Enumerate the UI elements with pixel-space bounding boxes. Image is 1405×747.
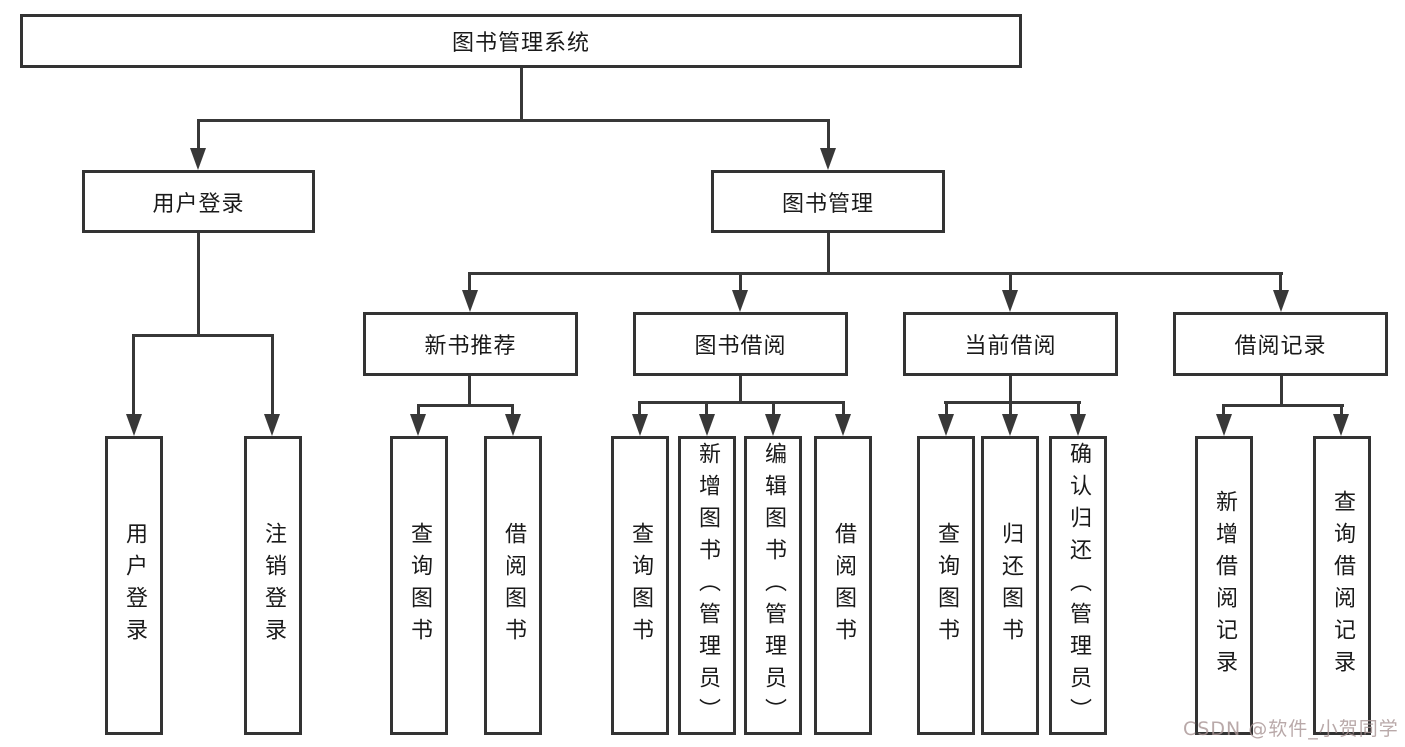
arrow-down-icon [1070,414,1086,436]
leaf-borrow-books-borrowing: 借阅图书 [814,436,872,735]
leaf-add-borrow-record: 新增借阅记录 [1195,436,1253,735]
connector-drop-leaf-login [132,334,135,418]
connector-drop-c4 [842,401,845,418]
connector-drop-d3 [1077,401,1080,418]
connector-drop-e1 [1222,404,1225,418]
leaf-logout-label: 注销登录 [261,521,286,650]
leaf-borrow-books-borrowing-label: 借阅图书 [831,521,856,650]
node-book-borrowing-label: 图书借阅 [694,334,787,359]
connector-root-rail [197,119,830,122]
node-new-book-recommend: 新书推荐 [363,312,578,376]
leaf-return-books-label: 归还图书 [998,521,1023,650]
node-book-management: 图书管理 [711,170,945,233]
connector-drop-currentborrow [1009,272,1012,292]
connector-bookborrow-stem [739,376,742,404]
connector-drop-e2 [1340,404,1343,418]
connector-drop-c2 [705,401,708,418]
arrow-down-icon [1216,414,1232,436]
connector-drop-book-mgmt [827,119,830,153]
leaf-borrow-books-recommend: 借阅图书 [484,436,542,735]
node-user-login: 用户登录 [82,170,315,233]
connector-currentborrow-rail [944,401,1081,404]
leaf-add-books-admin-label: 新增图书（管理员） [695,441,720,730]
arrow-down-icon [410,414,426,436]
connector-borrowrecords-rail [1223,404,1344,407]
leaf-edit-books-admin-label: 编辑图书（管理员） [761,441,786,730]
connector-bookborrow-rail [638,401,845,404]
leaf-query-books-recommend-label: 查询图书 [407,521,432,650]
connector-drop-bookborrow [739,272,742,292]
connector-drop-d1 [945,401,948,418]
node-library-system: 图书管理系统 [20,14,1022,68]
connector-drop-b2 [511,404,514,418]
leaf-user-login-label: 用户登录 [122,521,147,650]
leaf-add-borrow-record-label: 新增借阅记录 [1212,489,1237,682]
node-borrowing-records-label: 借阅记录 [1234,334,1327,359]
connector-userlogin-stem [197,233,200,337]
connector-drop-user-login [197,119,200,153]
arrow-down-icon [1273,290,1289,312]
node-current-borrowing-label: 当前借阅 [964,334,1057,359]
arrow-down-icon [505,414,521,436]
arrow-down-icon [462,290,478,312]
arrow-down-icon [126,414,142,436]
node-book-borrowing: 图书借阅 [633,312,848,376]
connector-drop-leaf-logout [271,334,274,418]
connector-drop-c3 [772,401,775,418]
leaf-edit-books-admin: 编辑图书（管理员） [744,436,802,735]
leaf-query-books-borrowing-label: 查询图书 [628,521,653,650]
leaf-query-books-current-label: 查询图书 [934,521,959,650]
leaf-borrow-books-recommend-label: 借阅图书 [501,521,526,650]
connector-bookmgmt-rail [469,272,1283,275]
node-user-login-label: 用户登录 [152,191,245,217]
connector-userlogin-rail [132,334,273,337]
node-book-management-label: 图书管理 [781,191,874,217]
arrow-down-icon [1002,290,1018,312]
arrow-down-icon [765,414,781,436]
connector-bookmgmt-stem [827,233,830,274]
arrow-down-icon [190,148,206,170]
connector-root-stem [520,68,523,121]
leaf-query-books-current: 查询图书 [917,436,975,735]
node-new-book-recommend-label: 新书推荐 [424,334,517,359]
arrow-down-icon [835,414,851,436]
arrow-down-icon [699,414,715,436]
connector-currentborrow-stem [1009,376,1012,404]
leaf-logout: 注销登录 [244,436,302,735]
connector-newbook-stem [468,376,471,407]
watermark: CSDN @软件_小贺同学 [1183,718,1399,740]
connector-borrowrecords-stem [1280,376,1283,407]
leaf-query-books-recommend: 查询图书 [390,436,448,735]
arrow-down-icon [820,148,836,170]
arrow-down-icon [732,290,748,312]
leaf-query-books-borrowing: 查询图书 [611,436,669,735]
node-borrowing-records: 借阅记录 [1173,312,1388,376]
connector-drop-newbook [468,272,471,292]
connector-drop-b1 [417,404,420,418]
arrow-down-icon [632,414,648,436]
connector-newbook-rail [417,404,514,407]
connector-drop-d2 [1009,401,1012,418]
leaf-add-books-admin: 新增图书（管理员） [678,436,736,735]
leaf-query-borrow-record: 查询借阅记录 [1313,436,1371,735]
arrow-down-icon [1333,414,1349,436]
leaf-return-books: 归还图书 [981,436,1039,735]
arrow-down-icon [1002,414,1018,436]
leaf-query-borrow-record-label: 查询借阅记录 [1330,489,1355,682]
leaf-user-login: 用户登录 [105,436,163,735]
leaf-confirm-return-admin: 确认归还（管理员） [1049,436,1107,735]
node-current-borrowing: 当前借阅 [903,312,1118,376]
leaf-confirm-return-admin-label: 确认归还（管理员） [1066,441,1091,730]
arrow-down-icon [938,414,954,436]
connector-drop-c1 [638,401,641,418]
connector-drop-borrowrecords [1279,272,1282,292]
arrow-down-icon [264,414,280,436]
node-library-system-label: 图书管理系统 [451,31,590,56]
